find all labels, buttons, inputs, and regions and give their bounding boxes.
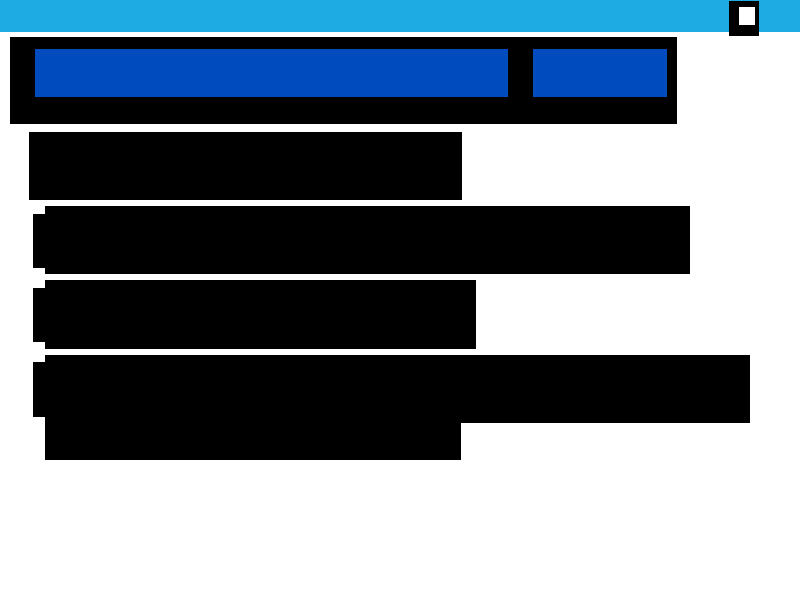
result-continuation: [45, 423, 461, 460]
result-item-3[interactable]: [33, 280, 476, 349]
top-bar: [0, 0, 800, 36]
result-marker: [33, 214, 45, 268]
result-item-1[interactable]: [29, 132, 462, 200]
result-marker: [33, 288, 45, 342]
search-button[interactable]: [533, 49, 667, 97]
top-bar-action-button[interactable]: [729, 1, 759, 36]
square-icon: [739, 7, 755, 25]
search-input[interactable]: [35, 49, 508, 97]
result-item-2[interactable]: [33, 206, 690, 274]
search-panel: [10, 37, 677, 124]
result-marker: [33, 362, 45, 417]
result-item-4[interactable]: [33, 355, 750, 460]
